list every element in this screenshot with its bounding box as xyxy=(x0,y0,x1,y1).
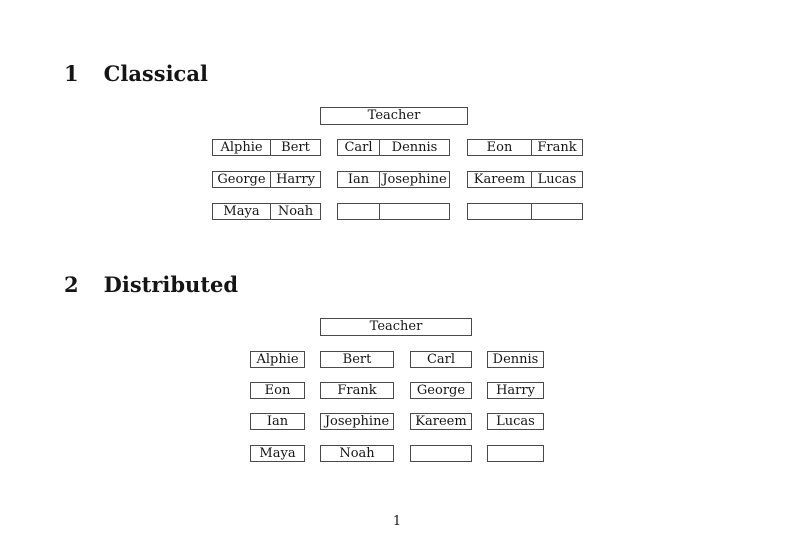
seat-name: Bert xyxy=(270,140,320,155)
teacher-box: Teacher xyxy=(320,318,472,336)
desk-empty xyxy=(410,445,472,462)
desk-single: Frank xyxy=(320,382,394,399)
section-number: 1 xyxy=(64,61,79,86)
seat-name: Harry xyxy=(270,172,320,187)
seat-name: Carl xyxy=(344,140,373,155)
desk-pair: Carl Dennis xyxy=(337,139,450,156)
desk-empty xyxy=(487,445,544,462)
desk-single: Josephine xyxy=(320,413,394,430)
seat-name: George xyxy=(217,172,266,187)
section-number: 2 xyxy=(64,272,79,297)
seat-name: Josephine xyxy=(379,172,449,187)
desk-pair xyxy=(337,203,450,220)
section-heading-distributed: 2 Distributed xyxy=(64,274,238,295)
desk-pair xyxy=(467,203,583,220)
seat-name: Maya xyxy=(223,204,260,219)
seat-name: Ian xyxy=(347,172,370,187)
seat-empty xyxy=(468,204,531,219)
desk-single: Lucas xyxy=(487,413,544,430)
seat-name: Kareem xyxy=(473,172,526,187)
seat-empty xyxy=(531,204,582,219)
seat-name: Alphie xyxy=(220,140,263,155)
desk-single: Harry xyxy=(487,382,544,399)
seat-empty xyxy=(338,204,379,219)
desk-single: Kareem xyxy=(410,413,472,430)
seat-name: Noah xyxy=(270,204,320,219)
seat-name: Eon xyxy=(486,140,513,155)
desk-single: Carl xyxy=(410,351,472,368)
seat-name: Lucas xyxy=(531,172,582,187)
page-number: 1 xyxy=(392,514,402,529)
desk-single: George xyxy=(410,382,472,399)
desk-single: Dennis xyxy=(487,351,544,368)
desk-single: Maya xyxy=(250,445,305,462)
desk-single: Ian xyxy=(250,413,305,430)
desk-single: Alphie xyxy=(250,351,305,368)
section-title: Classical xyxy=(103,61,208,86)
section-title: Distributed xyxy=(103,272,239,297)
desk-pair: Eon Frank xyxy=(467,139,583,156)
teacher-box: Teacher xyxy=(320,107,468,125)
desk-pair: Alphie Bert xyxy=(212,139,321,156)
desk-pair: Ian Josephine xyxy=(337,171,450,188)
desk-single: Noah xyxy=(320,445,394,462)
section-heading-classical: 1 Classical xyxy=(64,63,208,84)
desk-pair: George Harry xyxy=(212,171,321,188)
desk-single: Bert xyxy=(320,351,394,368)
seat-name: Frank xyxy=(531,140,582,155)
seat-name: Dennis xyxy=(379,140,449,155)
seat-empty xyxy=(379,204,449,219)
desk-pair: Kareem Lucas xyxy=(467,171,583,188)
desk-pair: Maya Noah xyxy=(212,203,321,220)
desk-single: Eon xyxy=(250,382,305,399)
